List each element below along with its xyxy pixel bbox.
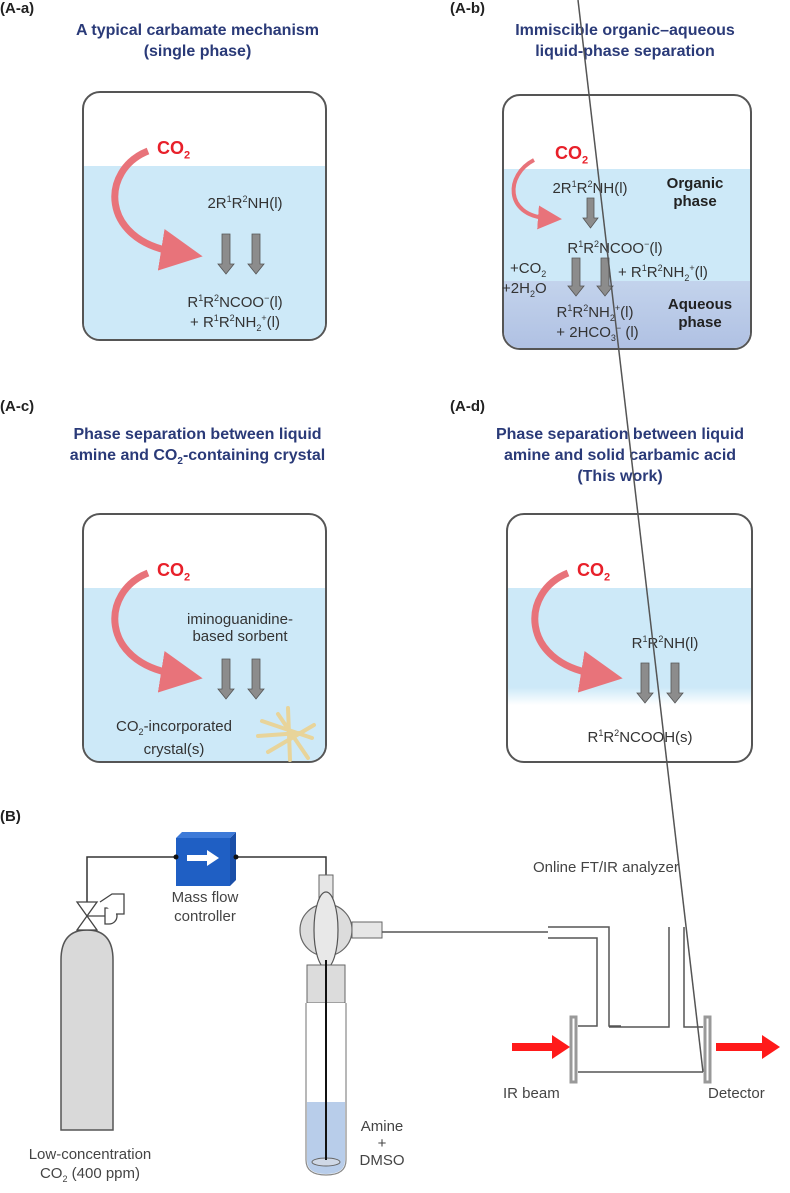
title-line: A typical carbamate mechanism [75, 22, 320, 39]
ir-beam-label: IR beam [503, 1085, 560, 1102]
title-line: amine and solid carbamic acid [503, 447, 737, 464]
title-line: Immiscible organic–aqueous [515, 22, 735, 39]
product-ammonium: + R1R2NH2+(l) [190, 313, 280, 333]
panel-label-a-a: (A-a) [0, 0, 35, 17]
down-arrow-icon [217, 658, 265, 700]
intermediate-carbamate: R1R2NCOO−(l) [567, 239, 663, 257]
beaker-a-b [502, 94, 752, 350]
reactant-sorbent: iminoguanidine-based sorbent [187, 611, 293, 645]
plus-amine: + R1R2NH2+(l) [618, 263, 708, 283]
title-line: Phase separation between liquid [495, 426, 745, 443]
liquid-single-phase [84, 166, 325, 339]
down-arrow-icon [217, 233, 265, 275]
plus-water: +2H2O [502, 280, 547, 299]
co2-label: CO2 [555, 143, 589, 167]
panel-label-a-b: (A-b) [450, 0, 485, 17]
title-line: Phase separation between liquid [73, 426, 322, 443]
panel-a-c-title: Phase separation between liquid amine an… [0, 424, 395, 472]
panel-label-b: (B) [0, 808, 21, 825]
analyzer-label: Online FT/IR analyzer [533, 859, 679, 876]
reactant-amine: 2R1R2NH(l) [552, 179, 628, 197]
panel-a-b-title: Immiscible organic–aqueous liquid-phase … [460, 20, 790, 62]
cell-window [569, 1015, 712, 1084]
curved-arrow-icon [531, 569, 623, 693]
gas-line [236, 856, 327, 878]
beaker-a-a [82, 91, 327, 341]
title-line: (This work) [577, 468, 663, 485]
panel-label-a-c: (A-c) [0, 398, 35, 415]
product-bicarbonate: + 2HCO3− (l) [556, 323, 639, 343]
solution-label: Amine+DMSO [359, 1118, 405, 1169]
title-line: liquid-phase separation [535, 43, 715, 60]
title-line: amine and CO2-containing crystal [69, 447, 326, 468]
co2-label: CO2 [157, 560, 191, 584]
panel-label-a-d: (A-d) [450, 398, 485, 415]
liquid-amine [508, 588, 751, 705]
product-ammonium: R1R2NH2+(l) [556, 303, 634, 323]
curved-arrow-icon [111, 569, 203, 693]
ir-beam-arrow-icon [512, 1035, 570, 1059]
reactant-amine: 2R1R2NH(l) [207, 194, 283, 212]
down-arrow-icon [636, 662, 684, 704]
impinger-vessel-icon [299, 874, 383, 1176]
beaker-a-d [506, 513, 753, 763]
product-carbamic-acid: R1R2NCOOH(s) [587, 728, 693, 746]
plus-co2: +CO2 [510, 260, 547, 279]
crystal-icon [256, 706, 316, 762]
title-line: (single phase) [143, 43, 252, 60]
curved-arrow-icon [511, 158, 562, 230]
co2-label: CO2 [577, 560, 611, 584]
co2-label: CO2 [157, 138, 191, 162]
gas-line [86, 856, 176, 910]
panel-a-a-title: A typical carbamate mechanism (single ph… [0, 20, 395, 62]
mass-flow-controller-icon [173, 832, 239, 886]
panel-a-d-title: Phase separation between liquid amine an… [450, 424, 790, 487]
product-carbamate: R1R2NCOO−(l) [187, 293, 283, 311]
curved-arrow-icon [111, 147, 203, 271]
gas-cylinder-icon [60, 929, 114, 1131]
detector-arrow-icon [716, 1035, 780, 1059]
detector-label: Detector [708, 1085, 765, 1102]
ftir-gas-cell-icon [548, 0, 704, 1073]
valve-icon [75, 893, 125, 931]
aqueous-phase-liquid [504, 281, 750, 348]
down-arrow-icon [567, 197, 614, 297]
